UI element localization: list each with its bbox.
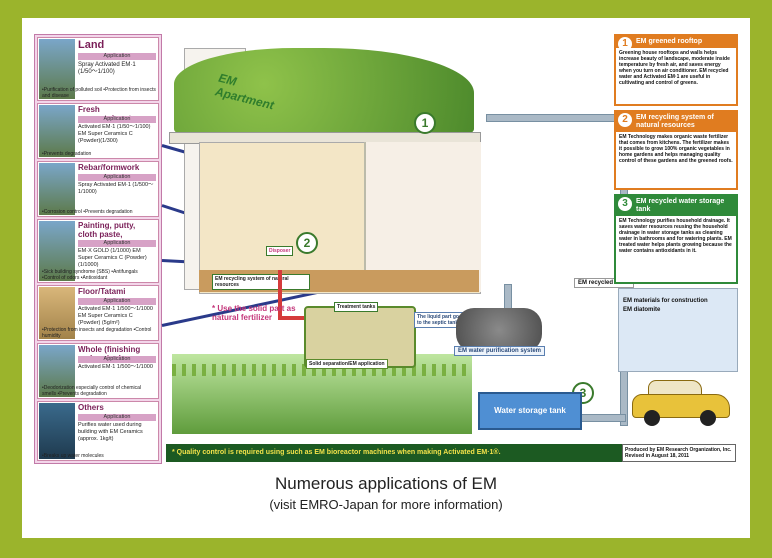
section-effects: •Breaks up water molecules bbox=[42, 453, 104, 459]
info-water-tank: 3 EM recycled water storage tank EM Tech… bbox=[614, 194, 738, 284]
separation-label: Solid separation/EM application bbox=[306, 359, 388, 369]
application-label: Application bbox=[78, 414, 156, 421]
section-body: Spray Activated EM·1 (1/50〜1/100) bbox=[78, 62, 136, 75]
land-photo bbox=[39, 39, 75, 99]
section-effects: •Deodorization especially control of che… bbox=[42, 385, 142, 397]
purification-label: EM water purification system bbox=[454, 346, 546, 356]
drain-pipe bbox=[278, 270, 282, 320]
recycling-label: EM recycling system of natural resources bbox=[212, 274, 310, 290]
fertilizer-note: * Use the solid part as natural fertiliz… bbox=[212, 304, 296, 322]
materials-box: EM materials for construction EM diatomi… bbox=[618, 288, 738, 372]
caption: Numerous applications of EM (visit EMRO-… bbox=[22, 466, 750, 512]
application-label: Application bbox=[78, 53, 156, 60]
application-label: Application bbox=[78, 298, 156, 305]
rebar-photo bbox=[39, 163, 75, 215]
right-info-panel: 1 EM greened rooftop Greening house roof… bbox=[614, 34, 738, 286]
whole-photo bbox=[39, 345, 75, 397]
info-greened-rooftop: 1 EM greened rooftop Greening house roof… bbox=[614, 34, 738, 106]
car-wheel bbox=[700, 410, 716, 426]
section-others: Others Application Purifies water used d… bbox=[37, 401, 159, 461]
info-body: Greening house rooftops and walls helps … bbox=[619, 50, 730, 86]
credit-box: Produced by EM Research Organization, In… bbox=[622, 444, 736, 462]
car-illustration bbox=[632, 380, 730, 426]
marker-1: 1 bbox=[414, 112, 436, 134]
section-effects: •Prevents degradation bbox=[42, 151, 92, 157]
floor-photo bbox=[39, 287, 75, 339]
section-rebar: Rebar/formwork Application Spray Activat… bbox=[37, 161, 159, 217]
info-header: 3 EM recycled water storage tank bbox=[616, 196, 736, 216]
info-header: 2 EM recycling system of natural resourc… bbox=[616, 112, 736, 132]
section-effects: •Corrosion control •Prevents degradation bbox=[42, 209, 133, 215]
storage-tank: Water storage tank bbox=[478, 392, 582, 430]
poster-frame: Land Application Spray Activated EM·1 (1… bbox=[22, 18, 750, 538]
section-floor: Floor/Tatami Application Activated EM·1 … bbox=[37, 285, 159, 341]
em-apartment-poster: Land Application Spray Activated EM·1 (1… bbox=[34, 34, 738, 464]
marker-2: 2 bbox=[296, 232, 318, 254]
section-body: Activated EM·1 1/500〜1/1000 EM Super Cer… bbox=[78, 306, 153, 326]
section-effects: •Sick building syndrome (SBS) •Antifunga… bbox=[42, 269, 138, 281]
application-label: Application bbox=[78, 116, 156, 123]
section-body: Activated EM·1 (1/50〜1/100) EM Super Cer… bbox=[78, 124, 151, 144]
water-pipe bbox=[486, 114, 628, 122]
painting-photo bbox=[39, 221, 75, 281]
info-number: 3 bbox=[618, 197, 632, 211]
info-title: EM recycling system of natural resources bbox=[636, 114, 714, 129]
application-label: Application bbox=[78, 174, 156, 181]
section-body: EM·X GOLD (1/1000) EM Super Ceramics C (… bbox=[78, 248, 147, 268]
concrete-photo bbox=[39, 105, 75, 157]
section-body: Activated EM·1 1/500〜1/1000 bbox=[78, 364, 153, 370]
drain-pipe bbox=[278, 316, 308, 320]
others-photo bbox=[39, 403, 75, 459]
section-whole: Whole (finishing and curing) Application… bbox=[37, 343, 159, 399]
info-header: 1 EM greened rooftop bbox=[616, 36, 736, 51]
section-body: Purifies water used during building with… bbox=[78, 422, 143, 442]
section-land: Land Application Spray Activated EM·1 (1… bbox=[37, 37, 159, 101]
left-application-panel: Land Application Spray Activated EM·1 (1… bbox=[34, 34, 162, 464]
info-body: EM Technology purifies household drainag… bbox=[619, 218, 732, 254]
application-label: Application bbox=[78, 356, 156, 363]
info-number: 1 bbox=[618, 37, 632, 51]
purification-unit bbox=[456, 308, 542, 352]
section-title: Others bbox=[78, 403, 104, 412]
quality-note: * Quality control is required using such… bbox=[166, 444, 622, 462]
section-title: Floor/Tatami bbox=[78, 287, 126, 296]
section-body: Spray Activated EM·1 (1/500〜1/1000) bbox=[78, 182, 154, 195]
section-title: Rebar/formwork bbox=[78, 163, 140, 172]
info-body: EM Technology makes organic waste fertil… bbox=[619, 134, 733, 164]
application-label: Application bbox=[78, 240, 156, 247]
info-title: EM greened rooftop bbox=[636, 38, 703, 45]
section-concrete: Fresh concrete/mortar Application Activa… bbox=[37, 103, 159, 159]
info-number: 2 bbox=[618, 113, 632, 127]
disposer-label: Disposer bbox=[266, 246, 294, 256]
section-title: Land bbox=[78, 39, 105, 51]
materials-text: EM materials for construction EM diatomi… bbox=[623, 298, 708, 313]
section-effects: •Purification of polluted soil •Protecti… bbox=[42, 87, 156, 99]
section-painting: Painting, putty, cloth paste, adhesive A… bbox=[37, 219, 159, 283]
car-wheel bbox=[644, 410, 660, 426]
section-effects: •Protection from insects and degradation… bbox=[42, 327, 152, 339]
caption-title: Numerous applications of EM bbox=[274, 474, 498, 493]
info-recycling-system: 2 EM recycling system of natural resourc… bbox=[614, 110, 738, 190]
treatment-label: Treatment tanks bbox=[334, 302, 379, 312]
info-title: EM recycled water storage tank bbox=[636, 198, 725, 213]
caption-subtitle: (visit EMRO-Japan for more information) bbox=[269, 497, 503, 512]
bathroom bbox=[364, 142, 481, 292]
